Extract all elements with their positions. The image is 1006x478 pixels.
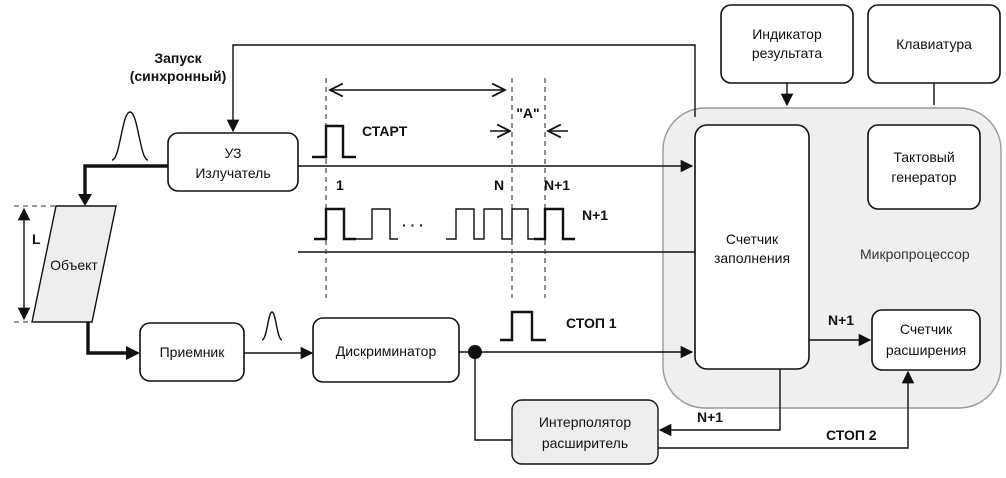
extension-counter-label-1: Счетчик xyxy=(900,321,953,337)
distance-label: L xyxy=(32,231,41,247)
emitter-label-2: Излучатель xyxy=(195,165,270,181)
stop2-label: СТОП 2 xyxy=(826,427,877,443)
object-label: Объект xyxy=(50,257,98,273)
clock-generator-label-2: генератор xyxy=(891,169,956,185)
n1-to-interpolator-label: N+1 xyxy=(697,409,723,425)
fill-counter-to-interpolator xyxy=(658,369,781,437)
pulse-number-1: 1 xyxy=(336,177,344,193)
start-label: СТАРТ xyxy=(362,123,408,139)
launch-label-2: (синхронный) xyxy=(130,68,227,84)
clock-ellipsis: · · · xyxy=(402,217,424,233)
fill-counter-label-1: Счетчик xyxy=(726,231,779,247)
clock-generator-label-1: Тактовый xyxy=(893,149,954,165)
fill-counter-block xyxy=(694,124,810,370)
clock-pulse-train-n xyxy=(446,208,534,240)
emitter-to-object-path xyxy=(83,164,168,196)
clock-generator-block xyxy=(867,124,981,210)
microprocessor-label: Микропроцессор xyxy=(860,246,970,262)
extension-counter-label-2: расширения xyxy=(886,342,966,358)
n1-to-extension-label: N+1 xyxy=(828,312,854,328)
clock-pulse-2 xyxy=(356,208,398,240)
object-to-receiver-arrowhead xyxy=(126,346,140,360)
emitter-to-object-arrowhead xyxy=(78,194,92,206)
object-block xyxy=(31,205,117,323)
discriminator-block xyxy=(312,317,460,383)
interpolator-label-2: расширитель xyxy=(542,435,628,451)
stop1-pulse xyxy=(500,310,546,342)
received-pulse-symbol xyxy=(261,311,283,341)
clock-pulse-1 xyxy=(314,207,356,241)
emitted-pulse-symbol xyxy=(111,111,149,161)
receiver-label: Приемник xyxy=(160,344,226,360)
discriminator-label: Дискриминатор xyxy=(336,343,437,359)
fill-counter-label-2: заполнения xyxy=(714,250,790,266)
ultrasonic-emitter-block xyxy=(167,132,299,192)
clock-pulse-n1-label: N+1 xyxy=(582,207,608,223)
result-indicator-block xyxy=(720,4,854,84)
interpolator-block xyxy=(511,399,659,465)
stop1-label: СТОП 1 xyxy=(566,315,617,331)
clock-pulse-n1 xyxy=(534,207,575,241)
launch-label-1: Запуск xyxy=(154,50,202,66)
result-indicator-label-1: Индикатор xyxy=(752,26,822,42)
junction-to-interpolator xyxy=(474,352,512,441)
sync-launch-line xyxy=(226,44,696,133)
keyboard-label: Клавиатура xyxy=(896,36,972,52)
object-to-receiver-path xyxy=(86,322,128,355)
receiver-block xyxy=(139,322,245,382)
extension-counter-block xyxy=(871,309,981,371)
stop2-line xyxy=(658,370,915,449)
a-interval-label: "A" xyxy=(516,105,539,121)
start-pulse xyxy=(312,124,356,159)
result-indicator-label-2: результата xyxy=(752,45,823,61)
pulse-number-n1: N+1 xyxy=(544,177,570,193)
emitter-label-1: УЗ xyxy=(224,145,241,161)
interpolator-label-1: Интерполятор xyxy=(539,414,631,430)
pulse-number-n: N xyxy=(494,177,504,193)
